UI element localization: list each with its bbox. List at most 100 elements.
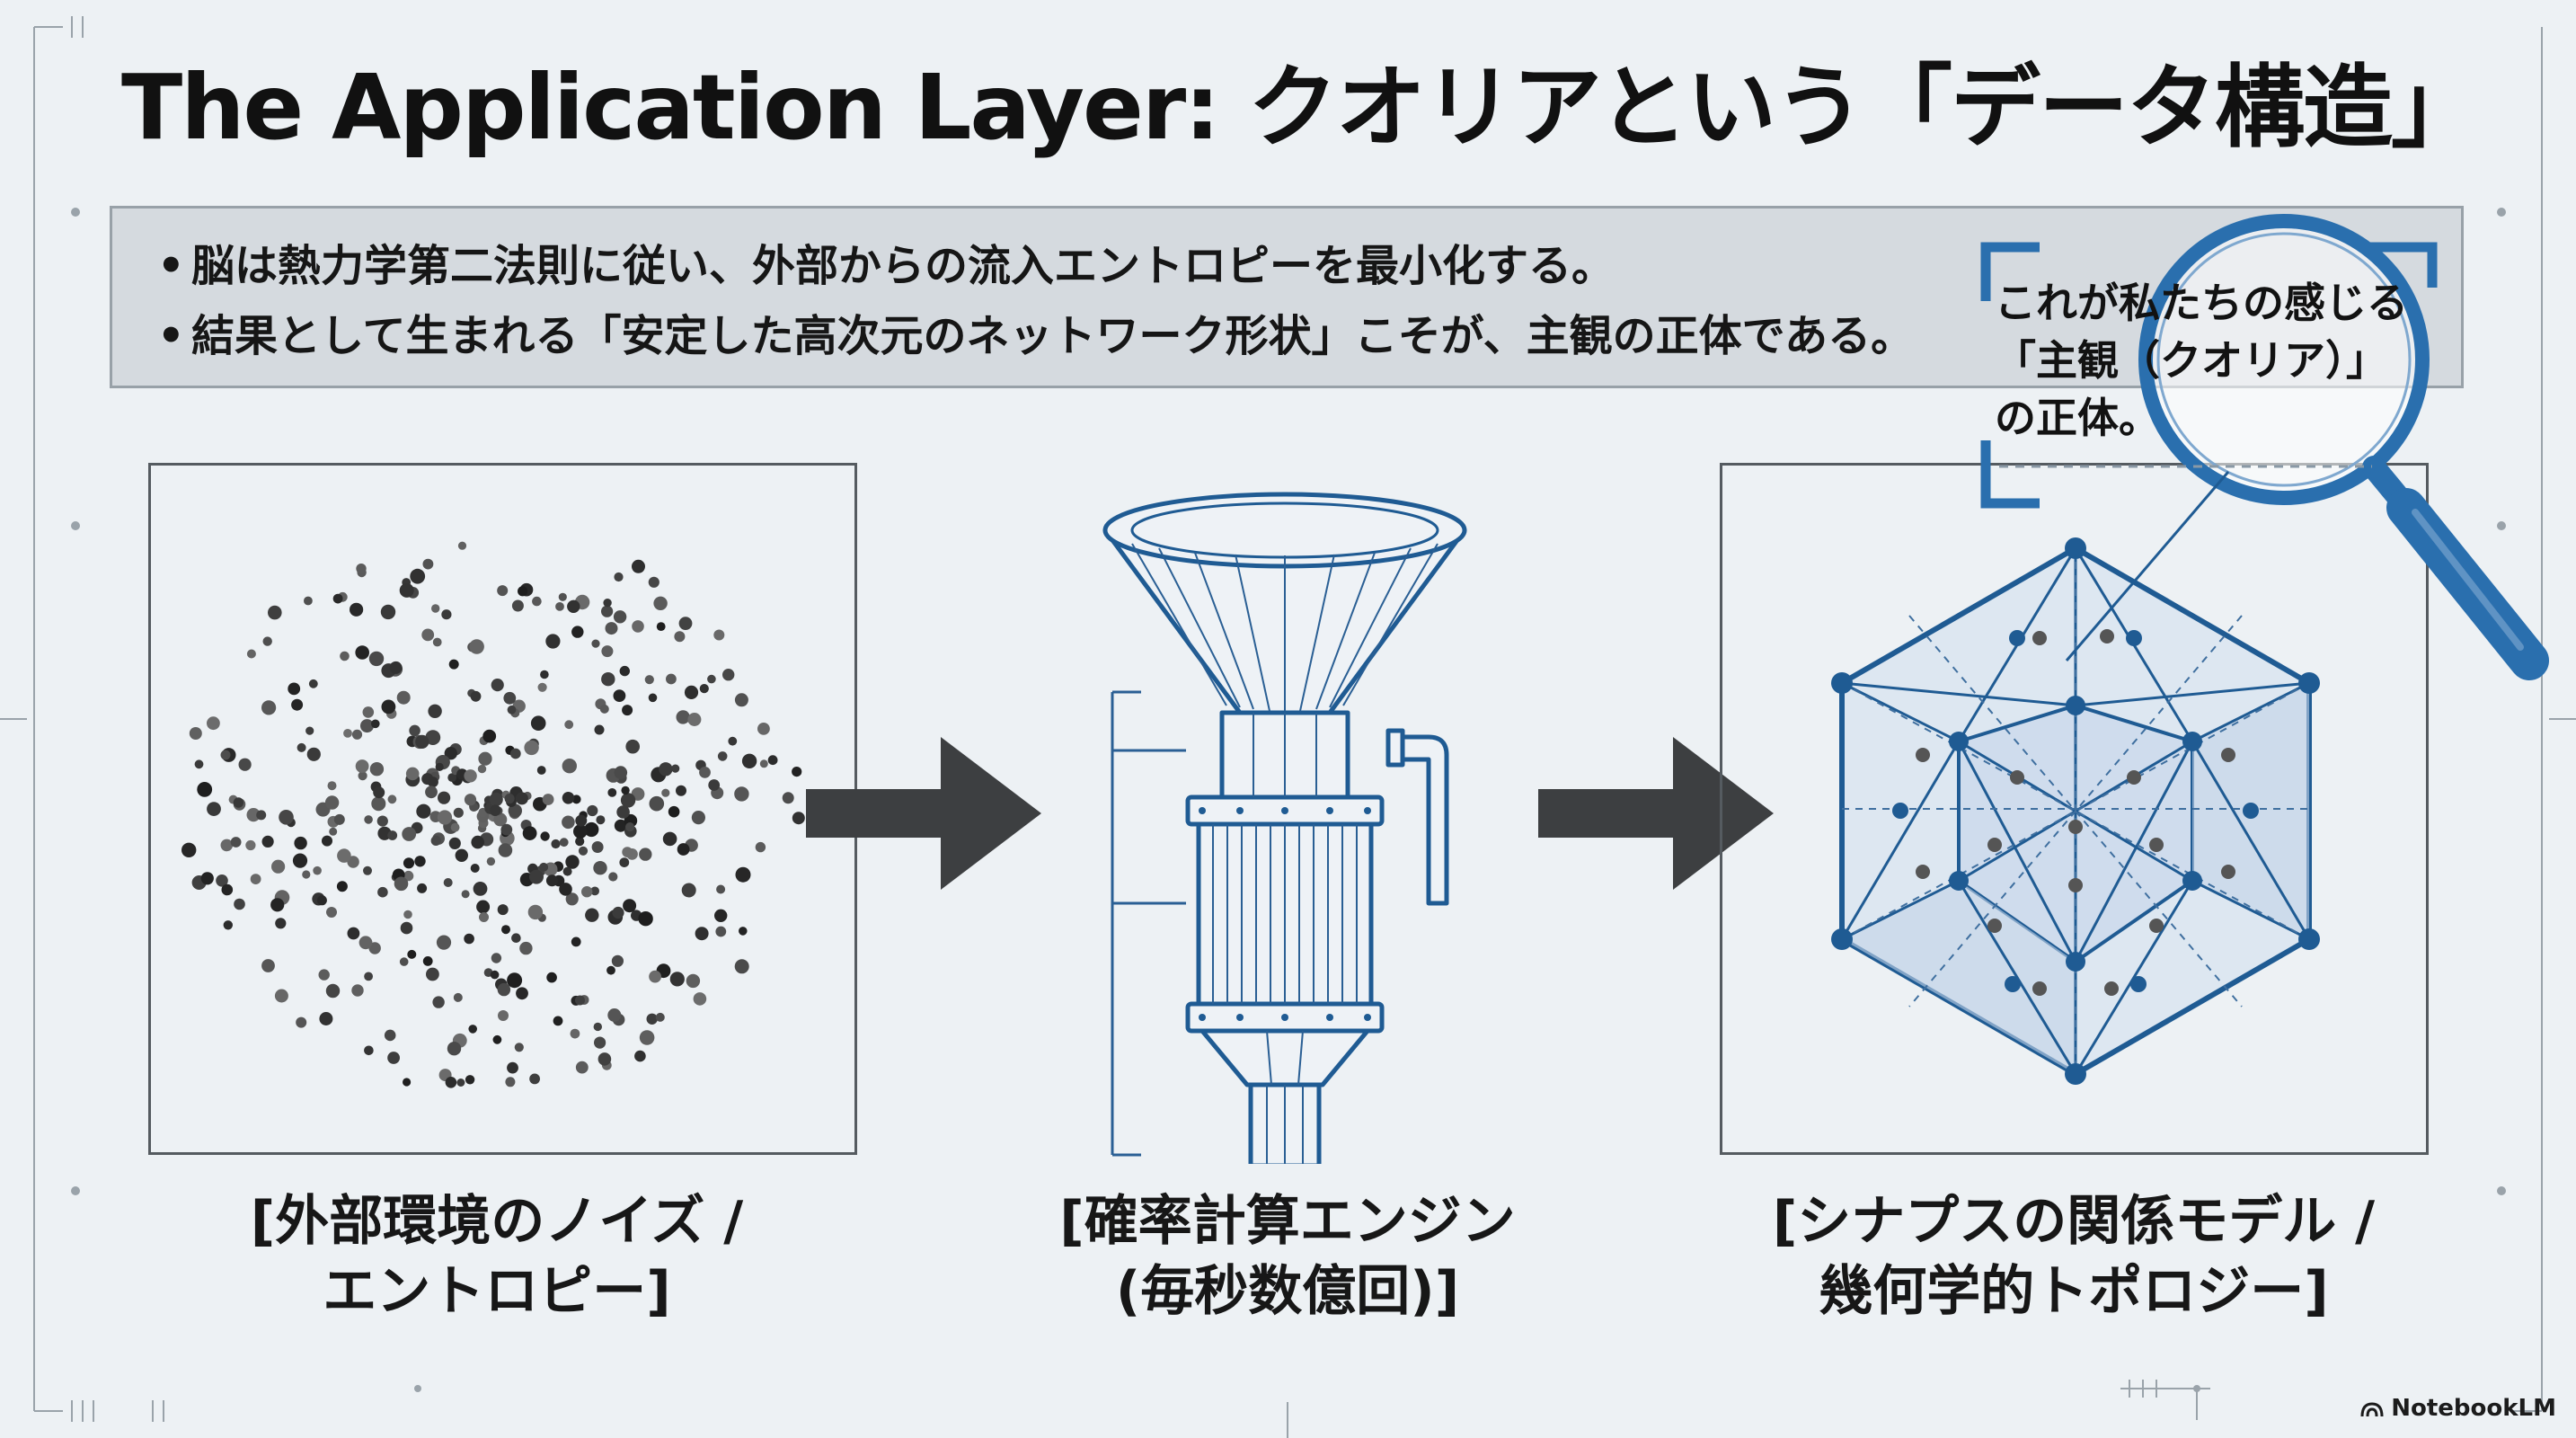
noise-dot	[454, 993, 463, 1002]
noise-dot	[768, 755, 778, 765]
noise-dot	[563, 867, 572, 876]
noise-dot	[507, 972, 522, 988]
noise-dot	[559, 593, 567, 601]
noise-dot	[593, 861, 606, 874]
noise-dot	[444, 878, 453, 887]
noise-dot	[587, 805, 598, 816]
noise-dot	[516, 987, 528, 999]
noise-dot	[313, 866, 322, 875]
noise-dot	[620, 666, 630, 676]
noise-dot	[326, 984, 340, 998]
noise-dot	[328, 781, 337, 790]
noise-dot	[562, 759, 577, 773]
noise-dot	[565, 855, 579, 868]
noise-dot	[319, 1012, 332, 1025]
noise-dot	[505, 1077, 515, 1087]
noise-dot	[622, 847, 633, 857]
noise-dot	[432, 996, 444, 1007]
noise-dot	[307, 748, 321, 761]
noise-dot	[446, 1077, 457, 1088]
noise-dot	[487, 857, 495, 865]
noise-dot	[409, 725, 420, 737]
noise-dot	[623, 899, 636, 912]
noise-dot	[739, 927, 748, 936]
noise-dot	[207, 802, 221, 816]
noise-dot	[501, 925, 510, 934]
noise-dot	[363, 706, 375, 718]
noise-dot	[268, 606, 282, 620]
noise-dot	[317, 895, 327, 905]
noise-dot	[428, 777, 438, 787]
noise-dot	[407, 950, 416, 959]
noise-dot	[493, 1035, 502, 1044]
noise-dot	[518, 586, 527, 596]
noise-dot	[638, 911, 652, 926]
noise-dot	[606, 622, 618, 635]
noise-dot	[400, 583, 414, 598]
noise-dot	[417, 883, 427, 893]
noise-dot	[531, 715, 546, 731]
noise-dot	[562, 792, 575, 804]
noise-dot	[601, 606, 613, 617]
noise-dot	[326, 907, 337, 918]
noise-dot	[371, 796, 385, 811]
noise-dot	[377, 816, 388, 827]
noise-dot	[221, 750, 231, 760]
noise-dot	[469, 639, 484, 654]
arrow-right-icon	[806, 737, 1041, 890]
noise-dot	[792, 767, 801, 777]
noise-dot	[607, 788, 616, 797]
noise-dot	[490, 804, 500, 815]
noise-dot	[451, 823, 460, 832]
noise-dot	[670, 972, 685, 986]
noise-dot	[406, 768, 420, 781]
noise-dot	[507, 1062, 518, 1074]
noise-dot	[546, 972, 557, 983]
callout-line: の正体。	[1995, 389, 2444, 447]
noise-dot	[606, 966, 615, 975]
noise-dot	[433, 638, 442, 647]
noise-dot	[685, 686, 698, 699]
noise-dot	[581, 886, 592, 897]
noise-dot	[351, 984, 363, 996]
noise-dot	[464, 934, 474, 945]
noise-dot	[545, 634, 560, 648]
noise-dot	[656, 1013, 665, 1022]
noise-dot	[551, 839, 560, 848]
noise-dot	[625, 740, 640, 754]
noise-dot	[325, 795, 339, 809]
noise-panel	[148, 463, 857, 1155]
noise-dot	[524, 741, 538, 755]
noise-dot	[682, 883, 696, 898]
noise-dot	[337, 881, 348, 892]
noise-dot	[458, 542, 466, 550]
noise-scatter	[151, 466, 854, 1152]
noise-dot	[471, 691, 482, 702]
noise-dot	[734, 786, 748, 801]
noise-dot	[621, 786, 629, 794]
noise-dot	[356, 759, 369, 773]
noise-dot	[634, 1051, 646, 1062]
callout-line: 「主観（クオリア）」	[1995, 332, 2444, 389]
noise-dot	[728, 737, 737, 746]
noise-dot	[355, 645, 369, 660]
noise-dot	[456, 849, 468, 862]
noise-dot	[356, 564, 366, 573]
noise-dot	[491, 971, 500, 980]
noise-dot	[449, 660, 459, 670]
noise-dot	[614, 689, 626, 702]
noise-dot	[511, 933, 521, 943]
noise-dot	[456, 1078, 465, 1087]
noise-dot	[438, 810, 452, 824]
qualia-callout: これが私たちの感じる 「主観（クオリア）」 の正体。	[1995, 274, 2444, 447]
noise-dot	[415, 735, 429, 749]
noise-dot	[423, 559, 434, 570]
noise-dot	[523, 826, 537, 840]
noise-dot	[402, 827, 416, 841]
noise-dot	[421, 629, 434, 642]
noise-dot	[508, 706, 517, 715]
funnel-filter-icon	[1087, 481, 1483, 1164]
noise-dot	[491, 679, 504, 691]
noise-dot	[742, 754, 757, 768]
noise-dot	[359, 936, 373, 949]
